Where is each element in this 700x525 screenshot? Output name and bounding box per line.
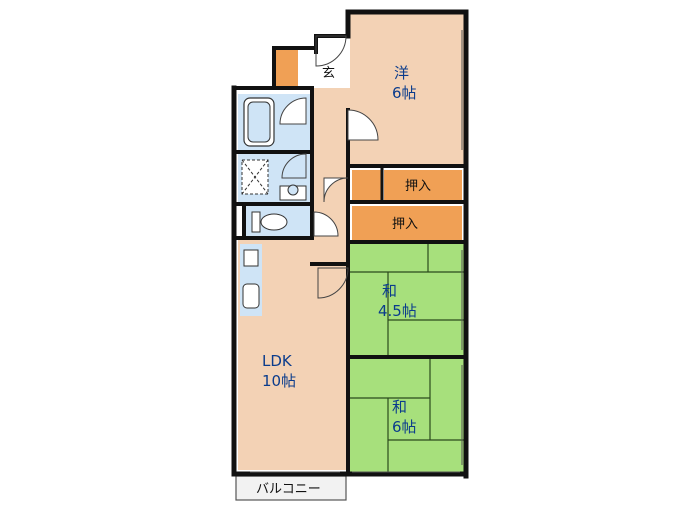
closet-lower-label: 押入 (392, 217, 418, 232)
tatami-large-floor (350, 358, 464, 474)
stove-icon (242, 249, 260, 309)
closet-upper-label: 押入 (405, 179, 431, 194)
closet-upper (384, 170, 462, 200)
bathtub-icon (243, 97, 275, 147)
closet-small (352, 170, 382, 200)
balcony-floor (235, 475, 347, 501)
entrance-label: 玄 (322, 66, 335, 81)
tatami-small-size: 4.5帖 (378, 302, 417, 320)
tatami-small-mats (350, 244, 464, 356)
ldk-size: 10帖 (262, 372, 296, 390)
shoe-storage (276, 50, 298, 86)
sink-icon (279, 184, 307, 201)
western-room-name: 洋 (394, 64, 409, 82)
western-room-size: 6帖 (392, 84, 417, 102)
doors (279, 35, 379, 299)
ldk-name: LDK (262, 352, 293, 370)
tatami-large-size: 6帖 (392, 418, 417, 436)
tatami-large-name: 和 (392, 398, 407, 416)
washing-machine-icon (241, 159, 269, 195)
closet-lower (352, 206, 462, 242)
tatami-large-mats (350, 358, 464, 474)
tatami-small-name: 和 (382, 282, 397, 300)
toilet-icon (251, 211, 288, 233)
balcony-label: バルコニー (256, 482, 321, 497)
tatami-small-floor (350, 244, 464, 356)
windows (250, 30, 463, 473)
